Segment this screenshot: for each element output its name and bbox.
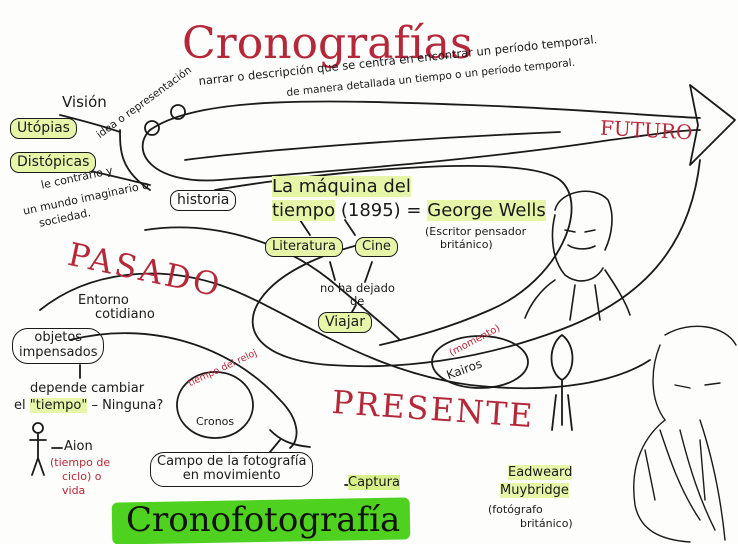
cronofotografia-label: Cronofotografía	[126, 500, 401, 540]
eadweard-line1: Eadweard	[508, 465, 573, 480]
no-ha-dejado-de: de	[350, 294, 365, 308]
viajar-box: Viajar	[318, 312, 372, 334]
time-ribbon-top	[149, 100, 701, 131]
pasado-curve	[144, 226, 401, 341]
inner-loop	[214, 165, 573, 346]
utopias-box: Utópias	[10, 118, 77, 140]
entorno-line2: cotidiano	[95, 307, 155, 322]
entorno-line1: Entorno	[78, 293, 129, 308]
depende-tiempo: "tiempo"	[29, 398, 88, 413]
captura-text: Captura	[348, 475, 400, 490]
campo-box: Campo de la fotografía en movimiento	[150, 452, 314, 487]
objetos-line2: impensados	[19, 344, 98, 360]
escritor-line2: británico)	[440, 238, 493, 251]
time-ribbon-mid	[141, 129, 701, 182]
depende-rest: – Ninguna?	[91, 398, 164, 413]
escritor-line1: (Escritor pensador	[425, 225, 527, 238]
wells-portrait	[524, 190, 631, 321]
eadweard-text: Eadweard	[508, 465, 573, 480]
aion-desc-line2: ciclo) o	[62, 470, 102, 483]
literatura-box: Literatura	[265, 237, 343, 258]
depende-line2: el "tiempo" – Ninguna?	[14, 398, 164, 413]
captura-label: Captura	[348, 475, 400, 490]
maquina-tiempo-text: tiempo	[272, 200, 336, 221]
page-title: Cronografías	[182, 18, 473, 69]
standing-figure-icon	[29, 422, 47, 476]
future-arrowhead	[689, 84, 736, 166]
campo-line2: en movimiento	[182, 468, 281, 484]
utopias-label: Utópias	[17, 120, 70, 136]
depende-line1: depende cambiar	[30, 381, 145, 396]
campo-line1: Campo de la fotografía	[157, 454, 307, 469]
aion-desc-line3: vida	[62, 484, 86, 497]
distopicas-label: Distópicas	[17, 154, 90, 170]
maquina-line2: tiempo (1895) = George Wells	[272, 200, 546, 221]
bottom-sweep	[69, 332, 298, 449]
keyhole-balloon-icon	[550, 334, 574, 431]
muybridge-portrait	[633, 325, 737, 543]
literatura-label: Literatura	[272, 239, 336, 254]
george-wells: George Wells	[427, 200, 546, 221]
eadweard-line2: Muybridge	[500, 483, 569, 498]
maquina-line1-text: La máquina del	[272, 176, 411, 197]
futuro-label: FUTURO	[599, 115, 693, 145]
fotografo-line2: británico)	[520, 517, 573, 530]
lower-sweep	[39, 272, 651, 390]
viajar-label: Viajar	[325, 314, 365, 330]
historia-box: historia	[170, 190, 237, 212]
aion-desc-line1: (tiempo de	[50, 456, 111, 469]
no-ha-dejado: no ha dejado	[320, 281, 395, 295]
big-loop	[251, 159, 701, 368]
distopicas-box: Distópicas	[10, 152, 97, 174]
muybridge-text: Muybridge	[500, 483, 569, 498]
vision-label: Visión	[62, 93, 107, 111]
cine-label: Cine	[362, 239, 391, 254]
cine-box: Cine	[355, 237, 398, 258]
aion-label: Aion	[64, 439, 93, 454]
objetos-line1: objetos	[34, 330, 83, 345]
maquina-year: (1895) =	[340, 200, 422, 221]
fotografo-line1: (fotógrafo	[488, 503, 543, 516]
objetos-box: objetos impensados	[12, 328, 105, 364]
cronos-label: Cronos	[196, 415, 235, 428]
depende-el: el	[14, 398, 26, 413]
historia-label: historia	[177, 192, 230, 208]
vision-link	[59, 114, 121, 133]
time-ribbon-inner	[184, 131, 561, 161]
maquina-line1: La máquina del	[272, 176, 411, 197]
